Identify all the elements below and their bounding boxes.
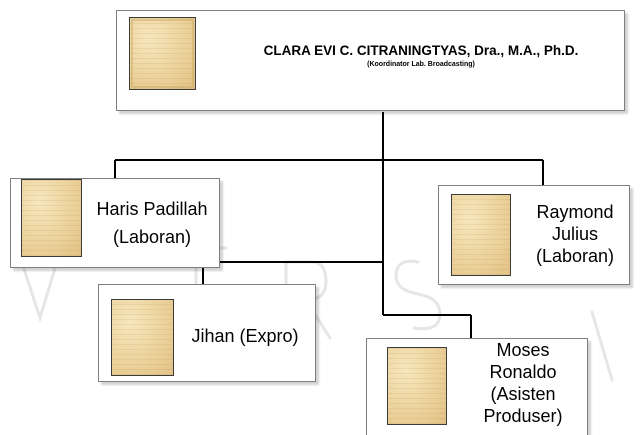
moses-photo-placeholder bbox=[387, 347, 447, 425]
haris-role: (Laboran) bbox=[112, 227, 192, 247]
jihan-label: Jihan (Expro) bbox=[175, 325, 315, 347]
member-node-raymond: Raymond Julius (Laboran) bbox=[438, 185, 630, 285]
raymond-name: Raymond Julius bbox=[536, 202, 614, 244]
haris-name: Haris Padillah bbox=[96, 199, 208, 219]
member-node-moses: Moses Ronaldo (Asisten Produser) bbox=[366, 338, 588, 435]
haris-photo-placeholder bbox=[21, 179, 82, 257]
member-node-haris: Haris Padillah (Laboran) bbox=[10, 178, 220, 268]
raymond-label: Raymond Julius (Laboran) bbox=[525, 201, 625, 267]
raymond-photo-placeholder bbox=[451, 194, 511, 276]
haris-label: Haris Padillah (Laboran) bbox=[87, 198, 217, 248]
head-name: CLARA EVI C. CITRANINGTYAS, Dra., M.A., … bbox=[263, 43, 579, 58]
moses-name: Moses Ronaldo bbox=[489, 340, 557, 382]
jihan-photo-placeholder bbox=[111, 299, 174, 376]
head-role: (Koordinator Lab. Broadcasting) bbox=[367, 61, 475, 68]
head-name-block: CLARA EVI C. CITRANINGTYAS, Dra., M.A., … bbox=[221, 43, 621, 70]
jihan-name: Jihan (Expro) bbox=[191, 326, 299, 346]
head-photo-placeholder bbox=[129, 17, 196, 90]
moses-role: (Asisten Produser) bbox=[483, 384, 563, 426]
raymond-role: (Laboran) bbox=[535, 246, 615, 266]
head-node: CLARA EVI C. CITRANINGTYAS, Dra., M.A., … bbox=[116, 10, 625, 111]
member-node-jihan: Jihan (Expro) bbox=[98, 284, 316, 382]
moses-label: Moses Ronaldo (Asisten Produser) bbox=[463, 339, 583, 427]
